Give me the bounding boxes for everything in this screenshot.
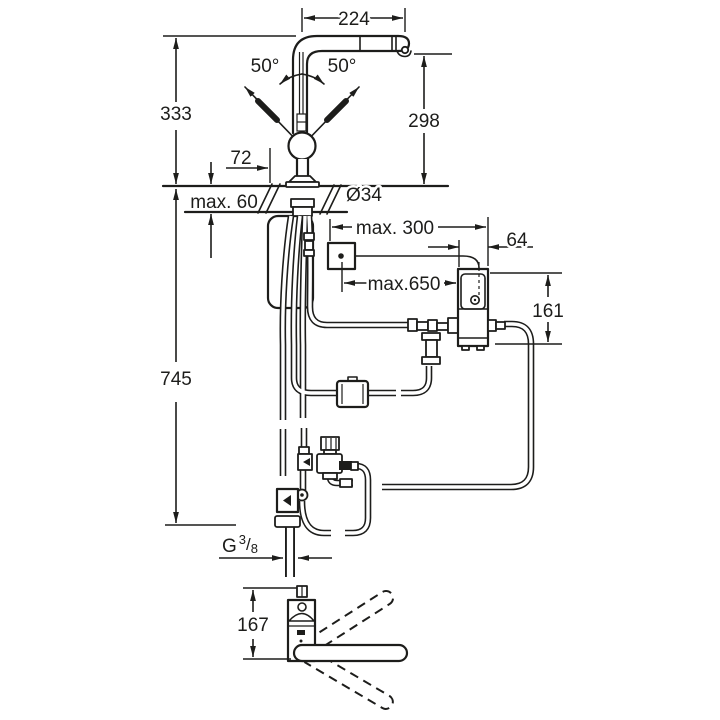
filter-inner-lines xyxy=(341,384,364,404)
dim-label-box-height-161: 161 xyxy=(532,301,564,322)
control-box-foot xyxy=(476,345,485,351)
filter-tab xyxy=(347,376,358,382)
swivel-arc-right xyxy=(301,73,325,85)
faucet-front-view xyxy=(161,34,450,310)
control-box-screw xyxy=(469,294,480,305)
aerator xyxy=(400,45,410,55)
dim-label-max650: max.650 xyxy=(368,274,441,295)
connector xyxy=(427,319,438,332)
supply-nut xyxy=(274,515,301,528)
check-valve-body xyxy=(425,339,438,358)
components xyxy=(274,232,506,528)
faucet-top-view xyxy=(286,585,409,710)
dim-label-spout-height: 298 xyxy=(408,111,440,132)
dim-label-box-width-64: 64 xyxy=(506,230,528,251)
ball-nut-center xyxy=(300,493,304,497)
connector xyxy=(416,321,429,331)
dim-label-max300: max. 300 xyxy=(356,218,434,239)
sensor-window xyxy=(297,630,305,635)
dim-label-diameter-34: Ø34 xyxy=(346,185,382,206)
valve-right-port xyxy=(339,461,352,470)
spout-outer-edge xyxy=(291,34,400,135)
port-crimp xyxy=(339,478,353,488)
neck xyxy=(295,157,310,178)
dim-label-handle-72: 72 xyxy=(230,148,251,169)
dim-label-angle-right: 50° xyxy=(328,56,357,77)
control-box xyxy=(456,267,490,348)
dim-label-depth-167: 167 xyxy=(237,615,269,636)
port-crimp xyxy=(350,461,359,471)
handle-lever-right xyxy=(324,98,349,123)
neck-fill xyxy=(297,159,308,176)
control-box-seams xyxy=(457,308,489,339)
spout-inner-edge xyxy=(305,49,400,135)
dimension-layer: 224 50° 50° 333 298 72 max. 60 Ø34 max. … xyxy=(158,7,566,660)
screw-center xyxy=(473,298,477,302)
inline-filter xyxy=(335,379,370,409)
connector xyxy=(407,318,418,332)
body-dome xyxy=(288,612,315,622)
hose-crimp xyxy=(303,232,315,241)
dim-label-angle-left: 50° xyxy=(251,56,280,77)
crimp xyxy=(298,446,310,455)
base-plate xyxy=(285,181,320,188)
body-dot xyxy=(299,639,303,643)
dim-label-deck-max60: max. 60 xyxy=(190,192,258,213)
flow-arrow xyxy=(303,458,310,466)
valve-base xyxy=(322,472,338,480)
sensor-cable xyxy=(343,255,480,269)
swivel-arc-left xyxy=(279,73,303,85)
hose-assembly xyxy=(279,215,535,577)
control-box-foot xyxy=(461,345,470,351)
shank-washer xyxy=(290,198,315,208)
spout-swivel-up-dashed xyxy=(303,589,395,655)
dim-label-spout-reach: 224 xyxy=(338,9,370,30)
deck-break-ticks xyxy=(257,183,342,215)
inner-hose-lines xyxy=(298,52,304,114)
flow-arrow xyxy=(283,495,291,506)
spout-swivel-down-dashed xyxy=(303,649,394,710)
dim-label-total-745: 745 xyxy=(160,369,192,390)
handle-lever-left xyxy=(255,98,280,123)
pullout-joint-lines xyxy=(359,35,397,52)
check-valve-nut xyxy=(421,356,441,365)
valve-body xyxy=(316,453,343,474)
shank-nut xyxy=(292,206,313,217)
valve-cap-ribs xyxy=(325,438,337,449)
box-outlet-fitting xyxy=(495,321,506,330)
dim-label-height-333: 333 xyxy=(160,104,192,125)
box-outlet-fitting xyxy=(487,319,497,332)
check-valve-top xyxy=(421,332,441,341)
hose-crimp xyxy=(304,240,314,251)
cartridge-screw xyxy=(297,602,307,612)
plug-pin xyxy=(338,253,344,259)
hose-crimp xyxy=(303,249,315,257)
spray-outlet xyxy=(396,50,412,58)
connector xyxy=(436,322,449,331)
spout-solid-position xyxy=(292,643,409,663)
ball-joint xyxy=(287,131,317,161)
